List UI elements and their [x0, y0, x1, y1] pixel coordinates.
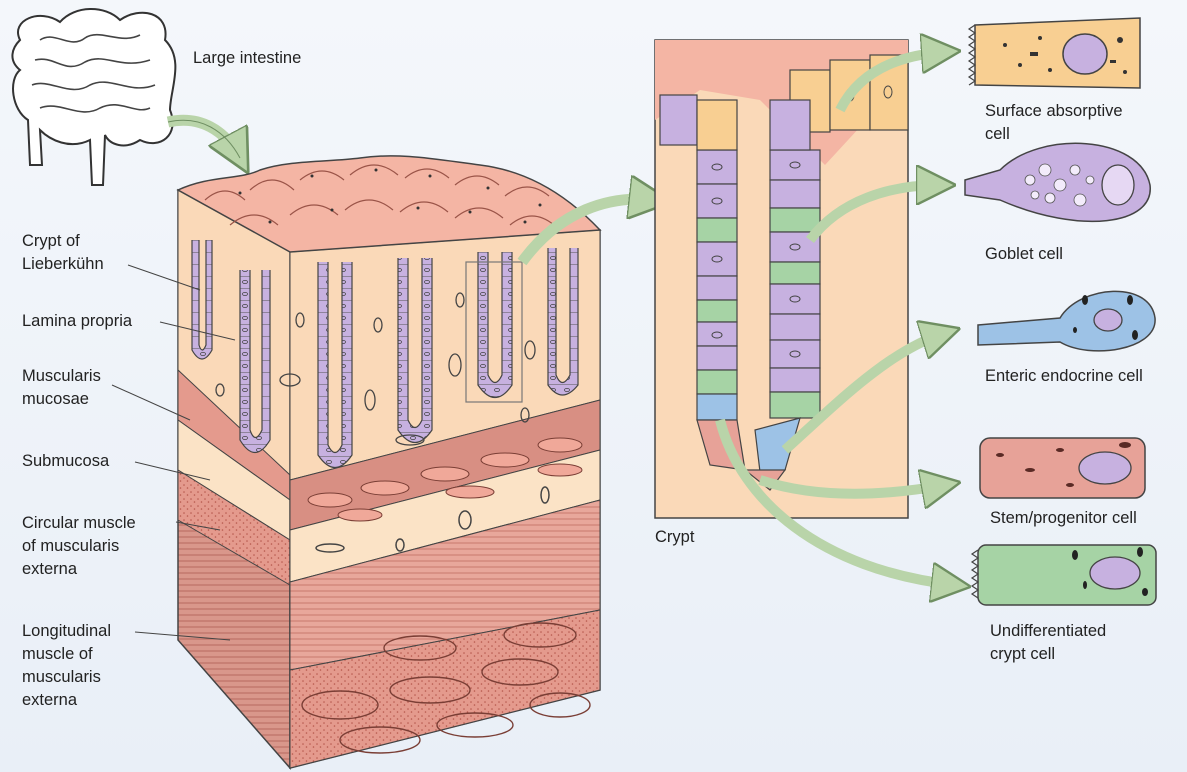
label-longitudinal-muscle: Longitudinal muscle of muscularis extern…: [22, 622, 111, 709]
crypt-panel: [654, 39, 909, 519]
intestinal-wall-block: [176, 155, 602, 770]
label-leader-lines: [111, 264, 236, 641]
label-undifferentiated-crypt-cell: Undifferentiated crypt cell: [990, 622, 1107, 663]
large-intestine-icon: [11, 8, 177, 186]
arrow-intestine-to-wall: [166, 114, 240, 158]
enteric-endocrine-cell-icon: [977, 290, 1156, 352]
label-stem-progenitor-cell: Stem/progenitor cell: [990, 509, 1137, 527]
label-enteric-endocrine-cell: Enteric endocrine cell: [985, 367, 1143, 385]
label-large-intestine: Large intestine: [193, 49, 302, 67]
cell-type-arrows: [715, 52, 955, 585]
stem-progenitor-cell-icon: [979, 437, 1146, 499]
label-surface-absorptive-cell: Surface absorptive cell: [985, 102, 1123, 143]
label-submucosa: Submucosa: [22, 452, 110, 470]
label-muscularis-mucosae: Muscularis mucosae: [22, 367, 101, 408]
goblet-cell-icon: [964, 142, 1151, 223]
label-crypt-of-lieberkuhn: Crypt of Lieberkühn: [22, 232, 104, 273]
label-goblet-cell: Goblet cell: [985, 245, 1063, 263]
undifferentiated-crypt-cell-icon: [970, 544, 1157, 606]
label-circular-muscle: Circular muscle of muscularis externa: [22, 514, 136, 578]
arrow-box-to-crypt: [517, 199, 655, 266]
surface-absorptive-cell-icon: [967, 17, 1141, 89]
label-crypt: Crypt: [655, 528, 695, 546]
label-lamina-propria: Lamina propria: [22, 312, 133, 330]
